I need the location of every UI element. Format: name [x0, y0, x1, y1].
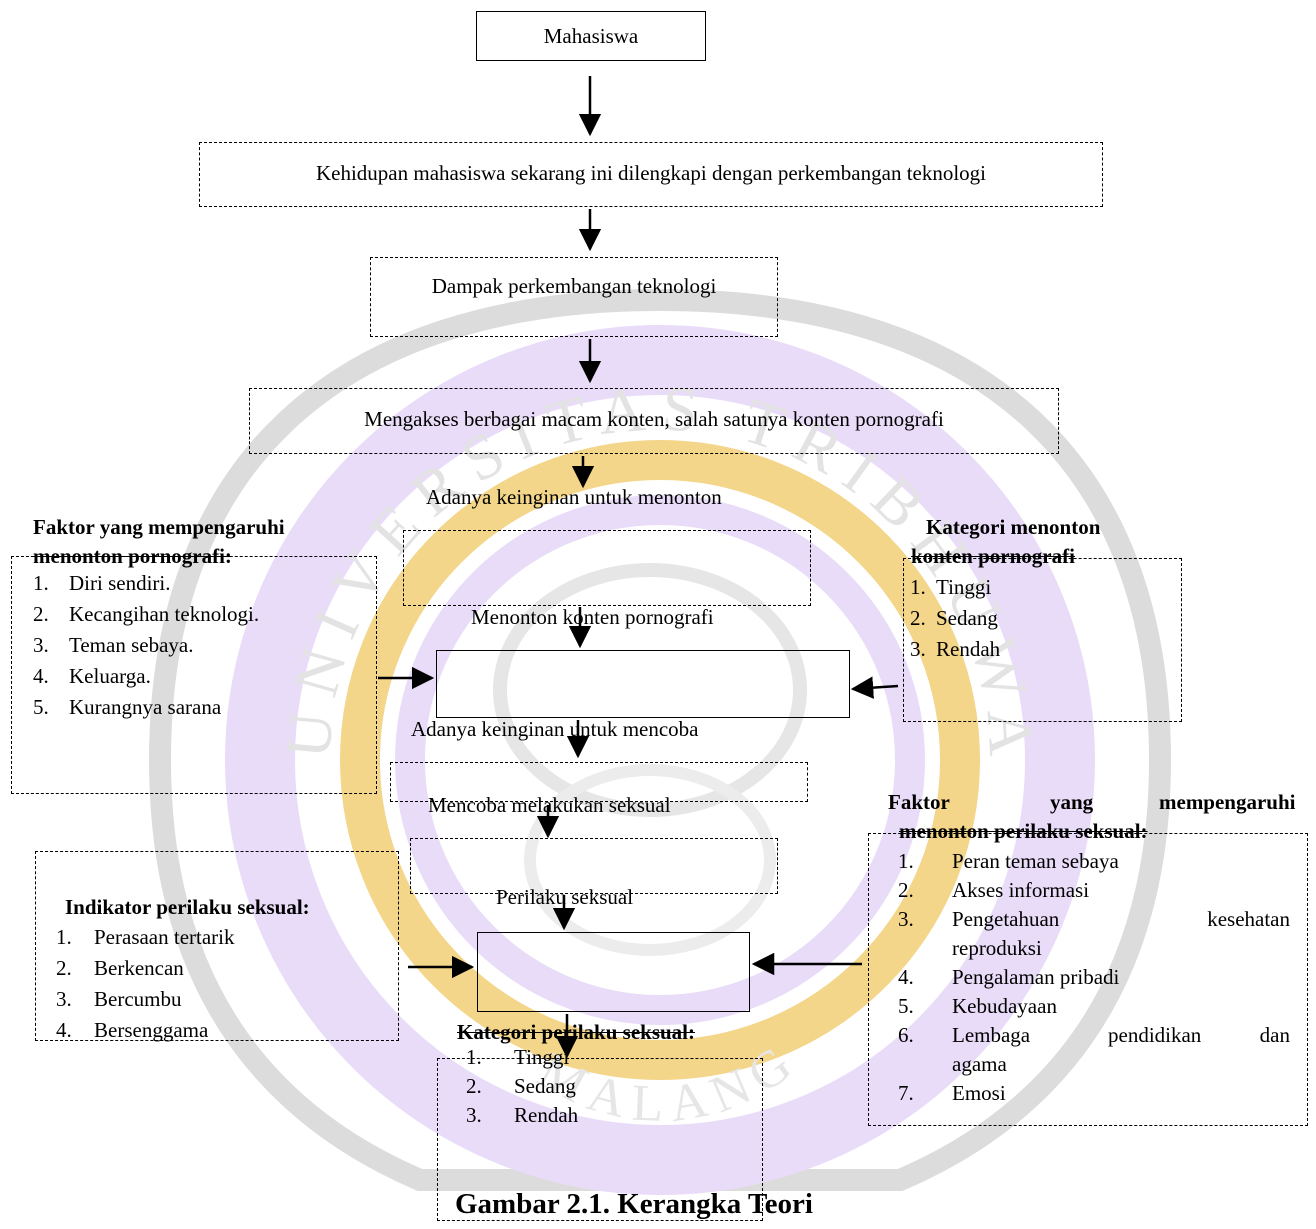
list-item: 1.Peran teman sebaya — [898, 849, 1119, 873]
faktor-perilaku-list: 1.Peran teman sebaya 2.Akses informasi 3… — [898, 848, 1290, 1109]
dampak-label: Dampak perkembangan teknologi — [431, 274, 717, 298]
mahasiswa-box: Mahasiswa — [476, 11, 706, 61]
list-item: 3.Teman sebaya. — [33, 633, 194, 657]
list-item: 3.Rendah — [466, 1103, 579, 1127]
list-item: 3.Rendah — [910, 637, 1001, 661]
kategori-perilaku-list: 1.Tinggi 2.Sedang 3.Rendah — [466, 1044, 578, 1131]
list-item: 1.Diri sendiri. — [33, 571, 171, 595]
keinginan-menonton-box — [403, 530, 811, 606]
kategori-menonton-box — [903, 558, 1182, 722]
faktor-perilaku-title-word-2: yang — [1050, 790, 1094, 814]
kategori-menonton-title-2: konten pornografi — [911, 544, 1075, 568]
kehidupan-box: Kehidupan mahasiswa sekarang ini dilengk… — [199, 142, 1103, 207]
list-item: 4.Keluarga. — [33, 664, 151, 688]
list-item-continuation: reproduksi — [952, 936, 1042, 960]
kategori-menonton-title-1: Kategori menonton — [926, 515, 1101, 539]
list-item-continuation: agama — [952, 1052, 1007, 1076]
indikator-list: 1.Perasaan tertarik 2.Berkencan 3.Bercum… — [56, 924, 235, 1048]
list-item: 2.Kecangihan teknologi. — [33, 602, 260, 626]
mencoba-seksual-box — [410, 838, 778, 894]
figure-caption: Gambar 2.1. Kerangka Teori — [455, 1188, 813, 1220]
kategori-menonton-list: 1.Tinggi 2.Sedang 3.Rendah — [910, 574, 1000, 667]
arrow-kategori-menonton-to-menonton — [850, 676, 899, 699]
perilaku-seksual-box — [477, 932, 750, 1012]
mencoba-seksual-label: Mencoba melakukan seksual — [428, 793, 671, 817]
mengakses-label: Mengakses berbagai macam konten, salah s… — [364, 407, 944, 431]
faktor-perilaku-title-word-1: Faktor — [888, 790, 950, 814]
list-item: 2.Sedang — [910, 606, 998, 630]
menonton-konten-box — [436, 650, 850, 718]
list-item: 7.Emosi — [898, 1081, 1006, 1105]
list-item: 4.Bersenggama — [56, 1018, 209, 1042]
list-item: 5.Kurangnya sarana — [33, 695, 222, 719]
list-item: 1.Tinggi — [910, 575, 992, 599]
list-item: 4.Pengalaman pribadi — [898, 965, 1120, 989]
keinginan-mencoba-box — [390, 762, 808, 802]
keinginan-menonton-label: Adanya keinginan untuk menonton — [426, 485, 722, 509]
indikator-title: Indikator perilaku seksual: — [65, 895, 310, 919]
list-item: 2.Sedang — [466, 1074, 576, 1098]
list-item: 2.Akses informasi — [898, 878, 1090, 902]
perilaku-seksual-label: Perilaku seksual — [496, 885, 634, 909]
dampak-box: Dampak perkembangan teknologi — [370, 257, 778, 337]
list-item: 2.Berkencan — [56, 956, 184, 980]
kategori-perilaku-box — [437, 1058, 763, 1221]
faktor-menonton-list: 1.Diri sendiri. 2.Kecangihan teknologi. … — [33, 570, 259, 725]
list-item: 1.Tinggi — [466, 1045, 570, 1069]
list-item: 1.Perasaan tertarik — [56, 925, 235, 949]
menonton-konten-label: Menonton konten pornografi — [471, 605, 714, 629]
list-item: 3.Bercumbu — [56, 987, 182, 1011]
faktor-perilaku-title-word-3: mempengaruhi — [1159, 790, 1296, 814]
mahasiswa-label: Mahasiswa — [543, 24, 639, 48]
indikator-box — [35, 851, 399, 1041]
faktor-menonton-title-1: Faktor yang mempengaruhi — [33, 515, 285, 539]
keinginan-mencoba-label: Adanya keinginan untuk mencoba — [411, 717, 699, 741]
kategori-perilaku-title: Kategori perilaku seksual: — [457, 1020, 696, 1044]
faktor-perilaku-title-2: menonton perilaku seksual: — [899, 819, 1148, 843]
kehidupan-label: Kehidupan mahasiswa sekarang ini dilengk… — [315, 161, 987, 185]
faktor-perilaku-box — [868, 833, 1308, 1126]
list-item: 5.Kebudayaan — [898, 994, 1057, 1018]
faktor-menonton-box — [11, 556, 377, 794]
mengakses-box: Mengakses berbagai macam konten, salah s… — [249, 388, 1059, 454]
